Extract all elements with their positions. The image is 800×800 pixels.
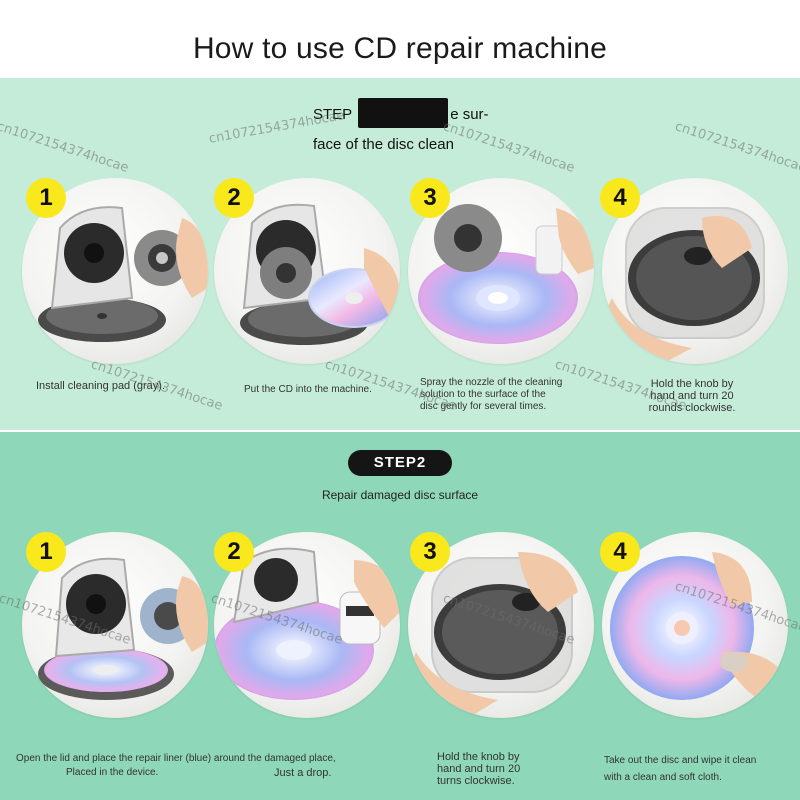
- step1-caption-3-line2: solution to the surface of the: [420, 389, 546, 400]
- step1-caption-4-line1: Hold the knob by: [650, 378, 734, 390]
- step2-subtitle: Repair damaged disc surface: [321, 488, 479, 502]
- step2-caption-1-line1: Open the lid and place the repair liner …: [16, 753, 336, 764]
- step2-caption-1: Open the lid and place the repair liner …: [16, 752, 336, 780]
- step1-heading-start: STEP: [313, 106, 353, 123]
- step2-badge-1: 1: [26, 532, 66, 572]
- redaction-bar: [358, 98, 448, 128]
- step1-heading-line2: face of the disc clean: [313, 136, 454, 153]
- step2-photo-3: [408, 532, 594, 718]
- step2-photo-2: [214, 532, 400, 718]
- step1-heading-tail: e sur-: [450, 106, 489, 123]
- step2-caption-3: Hold the knob by hand and turn 20 turns …: [437, 751, 520, 787]
- step2-caption-2: Just a drop.: [274, 767, 332, 779]
- step2-caption-3-line3: turns clockwise.: [437, 775, 515, 787]
- step1-caption-3-line3: disc gently for several times.: [420, 401, 547, 412]
- step1-caption-4-line2: hand and turn 20: [650, 390, 734, 402]
- step2-badge-4: 4: [600, 532, 640, 572]
- step2-caption-3-line1: Hold the knob by: [437, 751, 520, 763]
- step1-badge-4: 4: [600, 178, 640, 218]
- step2-label: STEP2: [348, 450, 452, 476]
- step1-caption-4-line3: rounds clockwise.: [648, 402, 736, 414]
- page-title: How to use CD repair machine: [192, 32, 608, 65]
- step2-badge-3: 3: [410, 532, 450, 572]
- step1-heading: STEP e sur- face of the disc clean: [313, 104, 489, 156]
- step1-caption-1: Install cleaning pad (gray).: [36, 380, 166, 392]
- step1-badge-2: 2: [214, 178, 254, 218]
- step1-caption-2: Put the CD into the machine.: [244, 384, 372, 395]
- step1-caption-3-line1: Spray the nozzle of the cleaning: [420, 377, 563, 388]
- step1-photo-2: [214, 178, 400, 364]
- step1-badge-3: 3: [410, 178, 450, 218]
- step2-caption-1-line2: Placed in the device.: [66, 767, 159, 778]
- step2-caption-3-line2: hand and turn 20: [437, 763, 521, 775]
- step2-caption-4: Take out the disc and wipe it clean with…: [604, 752, 756, 786]
- step2-badge-2: 2: [214, 532, 254, 572]
- step2-photo-4: [602, 532, 788, 718]
- step2-caption-4-line2: with a clean and soft cloth.: [604, 772, 722, 783]
- step2-photo-1: [22, 532, 208, 718]
- step2-caption-4-line1: Take out the disc and wipe it clean: [604, 755, 757, 766]
- step1-badge-1: 1: [26, 178, 66, 218]
- step1-photo-4: [602, 178, 788, 364]
- step1-caption-4: Hold the knob by hand and turn 20 rounds…: [636, 378, 748, 414]
- step1-caption-3: Spray the nozzle of the cleaning solutio…: [420, 377, 562, 413]
